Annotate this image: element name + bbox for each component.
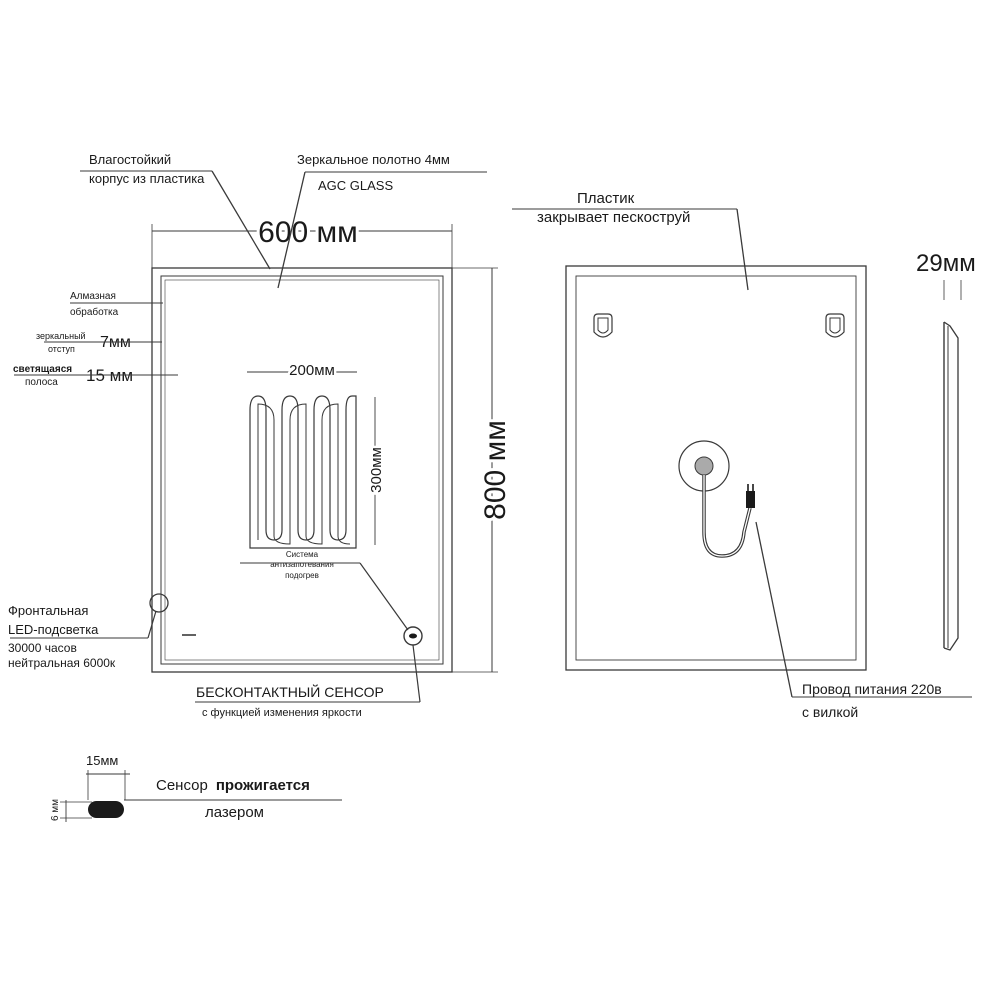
diamond-label-line-2: обработка [70,306,119,318]
sensor-detail-label-regular: Сенсор [156,777,208,794]
sensor-detail-shape [88,801,124,818]
heater-leader-line [359,562,409,631]
sensor-detail: 15мм 6 мм Сенсор прожигается лазером [50,753,342,822]
sensor-label-line-2: с функцией изменения яркости [202,707,362,719]
offset-label-line-1: зеркальный [36,331,86,341]
sensor-detail-width-label: 15мм [86,753,118,768]
side-view: 29мм [916,250,976,651]
strip-label-line-2: полоса [25,377,58,388]
power-cable [702,475,752,558]
back-view: Пластик закрывает пескоструй Провод пита… [512,190,972,720]
glass-leader-line [277,171,306,289]
sensor-detail-label-line-1: Сенсор прожигается [156,777,310,794]
cable-label-line-1: Провод питания 220в [802,681,942,697]
glass-label-line-2: AGC GLASS [318,178,393,193]
heater-label-line-1: Система [286,550,319,559]
led-label-line-4: нейтральная 6000к [8,656,116,670]
heater-outline [249,395,357,549]
cable-leader-line [755,521,793,698]
plastic-label-line-1: Пластик [577,190,635,207]
housing-label-line-2: корпус из пластика [89,171,205,186]
front-view: 600 мм 800 мм Влагостойкий корпус из пла… [8,152,515,719]
heater-label-line-2: антизапотевания [270,560,334,569]
plastic-leader-line [736,208,749,291]
offset-value-label: 7мм [100,334,131,351]
side-depth-label: 29мм [916,250,976,277]
front-sensor-button [409,633,417,639]
side-profile-body [943,321,959,651]
led-label-line-2: LED-подсветка [8,622,99,637]
strip-value-label: 15 мм [86,366,133,385]
power-cable-core [703,475,751,557]
back-panel-outer-frame [565,265,867,671]
heater-width-label: 200мм [289,362,335,379]
housing-leader-line [211,170,271,270]
back-cable-grommet-inner [694,456,714,476]
front-mirror-inner-frame [160,275,444,665]
sensor-leader-line [412,644,421,703]
back-panel-inner-frame [575,275,857,661]
height-dimension-label: 800 мм [479,420,512,520]
sensor-detail-label-line-2: лазером [205,804,264,821]
width-dimension-label: 600 мм [258,216,358,249]
power-plug-icon [746,484,755,508]
heater-element-trace [257,403,351,545]
led-leader-line [147,610,157,639]
strip-label-line-1: светящаяся [13,364,72,375]
sensor-label-line-1: БЕСКОНТАКТНЫЙ СЕНСОР [196,683,384,700]
offset-label-line-2: отступ [48,344,75,354]
led-detail-callout [149,593,169,613]
back-hanger-left [593,313,613,338]
back-hanger-right [825,313,845,338]
glass-label-line-1: Зеркальное полотно 4мм [297,152,450,167]
heater-label-line-3: подогрев [285,571,319,580]
sensor-detail-label-bold: прожигается [216,777,310,794]
front-mirror-glass-edge [164,279,440,661]
sensor-detail-height-label: 6 мм [50,799,61,821]
plastic-label-line-2: закрывает пескоструй [537,209,690,226]
heater-height-label: 300мм [368,447,385,493]
housing-label-line-1: Влагостойкий [89,152,171,167]
cable-label-line-2: с вилкой [802,704,858,720]
led-label-line-1: Фронтальная [8,603,88,618]
anti-fog-heater-pad: 200мм 300мм [247,360,388,549]
front-mirror-outer-frame [151,267,453,673]
diamond-label-line-1: Алмазная [70,291,116,302]
led-label-line-3: 30000 часов [8,641,77,655]
